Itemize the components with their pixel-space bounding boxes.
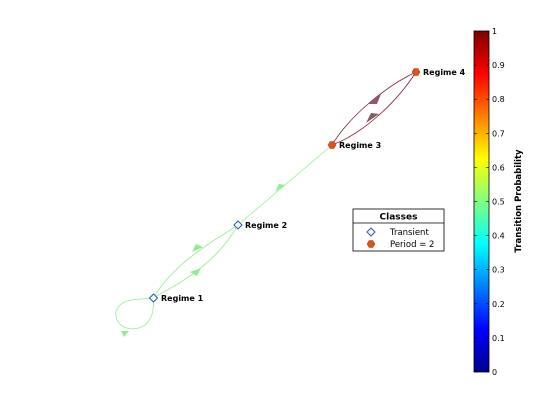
colorbar-tick-label: 0.9 xyxy=(492,61,505,70)
edge-regime1-to-regime2 xyxy=(152,224,239,299)
edge-arrow-icon xyxy=(366,113,379,123)
edge-regime2-to-regime1 xyxy=(152,224,239,299)
colorbar-tick-label: 0.4 xyxy=(492,232,505,241)
transient-node-icon xyxy=(233,220,243,230)
edge-arrow-icon xyxy=(275,184,285,192)
period-node-icon xyxy=(411,68,421,76)
colorbar-tick-label: 0.6 xyxy=(492,163,505,172)
edge-regime4-to-regime3 xyxy=(331,71,417,146)
colorbar-tick-label: 1 xyxy=(492,27,497,36)
legend-item-transient: Transient xyxy=(389,228,429,238)
colorbar: 0 0.1 0.2 0.3 0.4 0.5 0.6 0.7 0.8 0.9 1 Transition… xyxy=(473,27,524,377)
edge-arrow-icon xyxy=(192,244,203,252)
node-regime-4[interactable]: Regime 4 xyxy=(411,68,466,77)
colorbar-ticks: 0 0.1 0.2 0.3 0.4 0.5 0.6 0.7 0.8 0.9 1 xyxy=(474,27,505,377)
edge-regime3-to-regime4 xyxy=(331,71,417,146)
legend: Classes Transient Period = 2 xyxy=(352,208,445,252)
colorbar-tick-label: 0.5 xyxy=(492,198,505,207)
edge-arrow-icon xyxy=(190,268,201,276)
colorbar-tick-label: 0.7 xyxy=(492,129,505,138)
transient-node-icon xyxy=(148,293,159,303)
colorbar-tick-label: 0.1 xyxy=(492,334,505,343)
transient-legend-icon xyxy=(366,227,376,237)
node-regime-3[interactable]: Regime 3 xyxy=(327,141,381,150)
colorbar-tick-label: 0.8 xyxy=(492,95,505,104)
node-regime-2[interactable]: Regime 2 xyxy=(233,220,287,230)
nodes: Regime 1 Regime 2 Regime 3 Regime 4 xyxy=(148,68,466,303)
edge-arrow-icon xyxy=(368,94,381,104)
node-label: Regime 3 xyxy=(339,141,381,150)
edge-arrow-icon xyxy=(121,331,129,337)
legend-title: Classes xyxy=(380,213,418,223)
period-node-icon xyxy=(327,141,337,149)
node-regime-1[interactable]: Regime 1 xyxy=(148,293,204,303)
colorbar-tick-label: 0 xyxy=(492,368,497,377)
colorbar-tick-label: 0.3 xyxy=(492,266,505,275)
colorbar-tick-label: 0.2 xyxy=(492,300,505,309)
edges xyxy=(115,71,417,337)
node-label: Regime 4 xyxy=(423,68,466,77)
colorbar-label: Transition Probability xyxy=(514,149,524,253)
legend-box xyxy=(352,208,445,252)
legend-item-period: Period = 2 xyxy=(390,240,434,250)
node-label: Regime 1 xyxy=(161,294,204,303)
edge-regime1-self-loop xyxy=(115,297,154,330)
node-label: Regime 2 xyxy=(245,221,287,230)
period-legend-icon xyxy=(366,240,376,248)
